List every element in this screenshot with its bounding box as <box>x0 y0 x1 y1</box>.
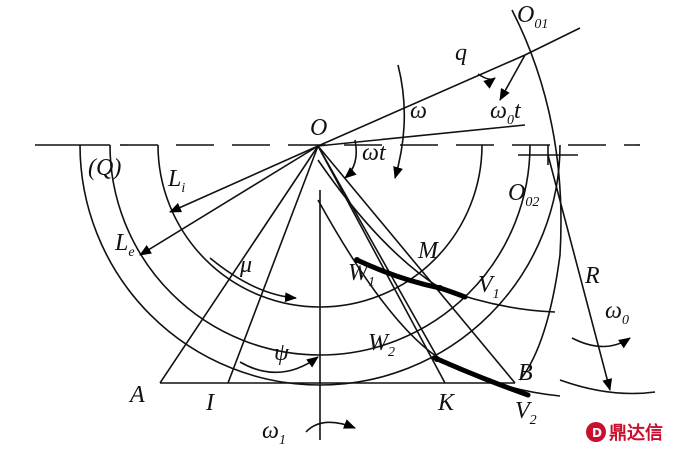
vector-Le <box>139 145 319 256</box>
label-psi: ψ <box>274 340 290 366</box>
watermark-icon <box>586 422 606 442</box>
label-mu: μ <box>239 252 252 278</box>
label-W2: W2 <box>368 330 395 360</box>
point-W2 <box>434 356 440 362</box>
label-omega0: ω0 <box>605 298 629 328</box>
label-O02: O02 <box>508 180 539 210</box>
point-W1 <box>354 257 360 263</box>
arc-q <box>477 73 496 89</box>
vector-Li <box>169 145 319 213</box>
arc-omega1 <box>305 419 356 433</box>
label-omega: ω <box>410 98 427 124</box>
large-arc-R <box>511 9 562 381</box>
point-M <box>437 285 443 291</box>
line-O-A <box>159 145 319 384</box>
line-O-B <box>317 145 516 384</box>
label-A: A <box>128 382 145 408</box>
line-O01-down <box>499 54 526 101</box>
label-q: q <box>455 40 467 66</box>
axis-O01 <box>524 27 581 56</box>
label-O01: O01 <box>517 2 548 32</box>
watermark-logo: D 鼎达信 <box>586 422 663 444</box>
label-B: B <box>518 360 533 386</box>
tool-arc-lower <box>559 379 656 395</box>
label-K: K <box>437 390 456 416</box>
label-V2: V2 <box>515 398 537 428</box>
label-omega1: ω1 <box>262 418 286 448</box>
line-O-W2 <box>317 145 441 363</box>
watermark-text: 鼎达信 <box>609 422 663 444</box>
label-O: O <box>310 115 327 141</box>
label-Li: Li <box>167 166 185 196</box>
line-O-I <box>227 145 319 384</box>
line-O-O01 <box>317 54 526 147</box>
line-O-omega0t <box>317 124 526 147</box>
line-O-K <box>317 145 446 384</box>
svg-text:D: D <box>592 426 602 440</box>
arc-omega <box>393 64 406 179</box>
label-Q: (Q) <box>88 155 121 181</box>
label-V1: V1 <box>478 272 500 302</box>
label-I: I <box>205 390 215 416</box>
label-M: M <box>417 238 440 264</box>
contact-segment-2 <box>432 355 531 398</box>
arc-omega0 <box>571 337 631 349</box>
label-Le: Le <box>114 230 135 260</box>
arc-omegat <box>344 139 358 179</box>
arc-psi <box>239 356 319 374</box>
arc-mu <box>209 257 297 303</box>
label-omegat: ωt <box>362 140 387 166</box>
label-W1: W1 <box>348 260 375 290</box>
label-omega0t: ω0t <box>490 98 522 128</box>
label-R: R <box>584 263 600 289</box>
vector-R <box>547 154 613 391</box>
